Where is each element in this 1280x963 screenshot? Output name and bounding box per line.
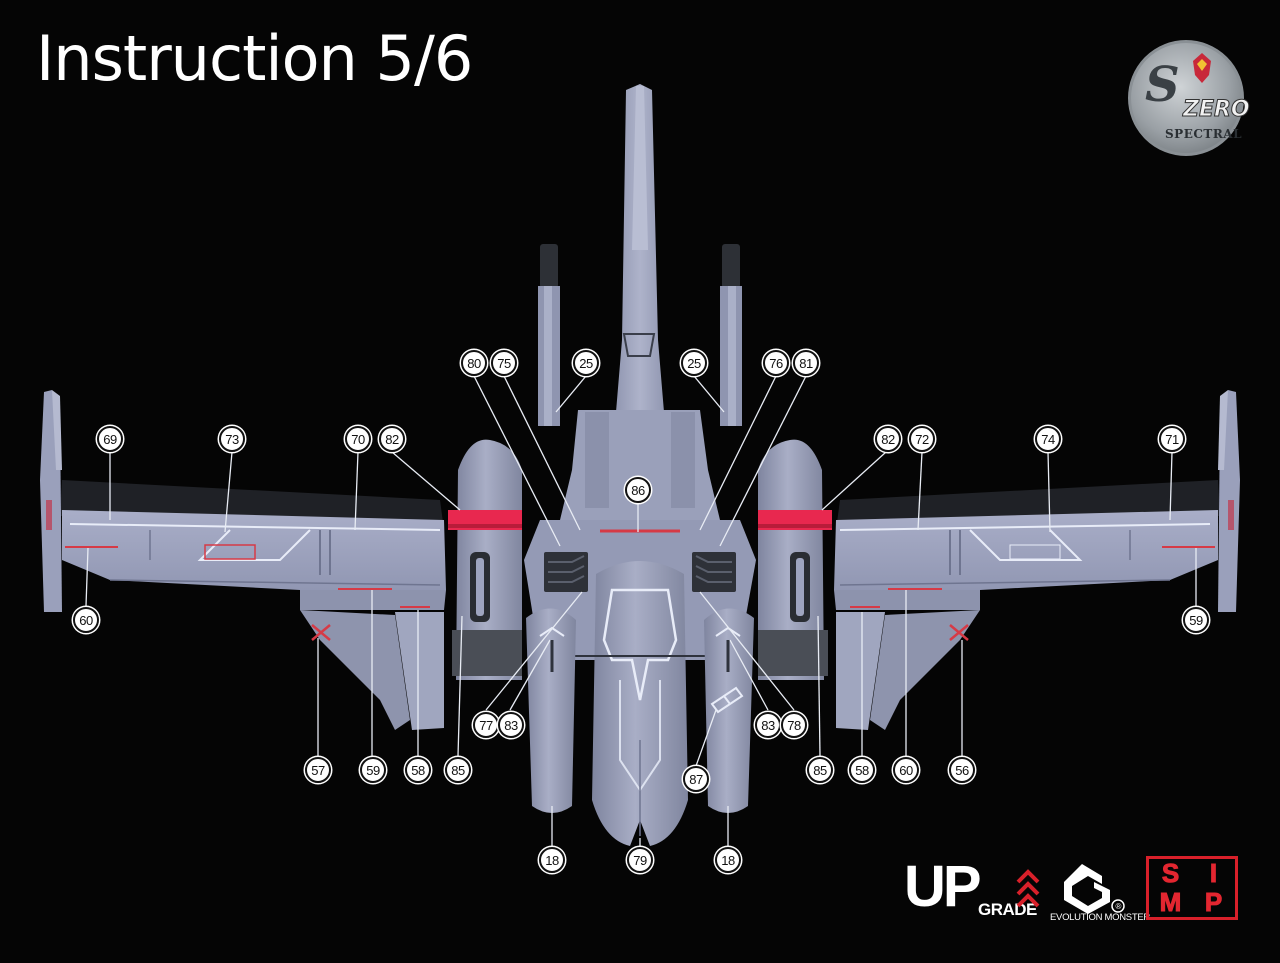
robot-head-icon [1193, 53, 1211, 83]
simp-letter-p: P [1204, 887, 1223, 917]
evolution-monster-text: EVOLUTION MONSTER [1050, 912, 1150, 923]
right-engine [758, 439, 832, 680]
callout-18-left: 18 [539, 847, 565, 873]
left-wing [60, 480, 446, 730]
page-title: Instruction 5/6 [36, 22, 473, 95]
callout-25-right: 25 [681, 350, 707, 376]
spectral-zero-badge: S ZERO SPECTRAL [1128, 40, 1250, 156]
callout-79: 79 [627, 847, 653, 873]
callout-82-left: 82 [379, 426, 405, 452]
callout-86: 86 [625, 477, 651, 503]
callout-75: 75 [491, 350, 517, 376]
fuselage [524, 84, 756, 846]
callout-58-right: 58 [849, 757, 875, 783]
callout-70: 70 [345, 426, 371, 452]
callout-81: 81 [793, 350, 819, 376]
callout-57: 57 [305, 757, 331, 783]
badge-subtitle: SPECTRAL [1165, 127, 1243, 141]
callout-80: 80 [461, 350, 487, 376]
callout-74: 74 [1035, 426, 1061, 452]
callout-83-right: 83 [755, 712, 781, 738]
left-engine [448, 439, 522, 680]
callout-56: 56 [949, 757, 975, 783]
simp-letter-i: I [1209, 858, 1218, 888]
callout-59-left: 59 [360, 757, 386, 783]
callout-71: 71 [1159, 426, 1185, 452]
callout-77: 77 [473, 712, 499, 738]
manufacturer-logos: UP GRADE ® EVOLUTION MONSTER S I M P [904, 856, 1244, 936]
callout-82-right: 82 [875, 426, 901, 452]
callout-83-left: 83 [498, 712, 524, 738]
callout-78: 78 [781, 712, 807, 738]
callout-58-left: 58 [405, 757, 431, 783]
callout-25-left: 25 [573, 350, 599, 376]
upgrade-logo-grade: GRADE [978, 900, 1037, 919]
simp-letter-m: M [1159, 887, 1182, 917]
simp-logo: S I M P [1146, 856, 1238, 920]
callout-87: 87 [683, 766, 709, 792]
chevron-up-icon [1016, 869, 1040, 908]
upgrade-logo-up: UP [904, 854, 982, 919]
callout-59-right: 59 [1183, 607, 1209, 633]
registered-mark: ® [1116, 902, 1122, 911]
badge-word: ZERO [1183, 97, 1251, 123]
callout-60-left: 60 [73, 607, 99, 633]
callout-72: 72 [909, 426, 935, 452]
badge-letter: S [1145, 57, 1180, 113]
right-cannon [720, 244, 742, 426]
simp-letter-s: S [1161, 858, 1180, 888]
left-wingtip-fin [40, 390, 62, 612]
right-wingtip-fin [1218, 390, 1240, 612]
right-wing [834, 480, 1220, 730]
callout-85-left: 85 [445, 757, 471, 783]
callout-69: 69 [97, 426, 123, 452]
evolution-monster-mark-icon: ® [1064, 864, 1125, 914]
callout-73: 73 [219, 426, 245, 452]
callout-leader-lines [85, 375, 1197, 846]
callout-60-right: 60 [893, 757, 919, 783]
callout-76: 76 [763, 350, 789, 376]
left-cannon [538, 244, 560, 426]
callout-18-right: 18 [715, 847, 741, 873]
callout-85-right: 85 [807, 757, 833, 783]
